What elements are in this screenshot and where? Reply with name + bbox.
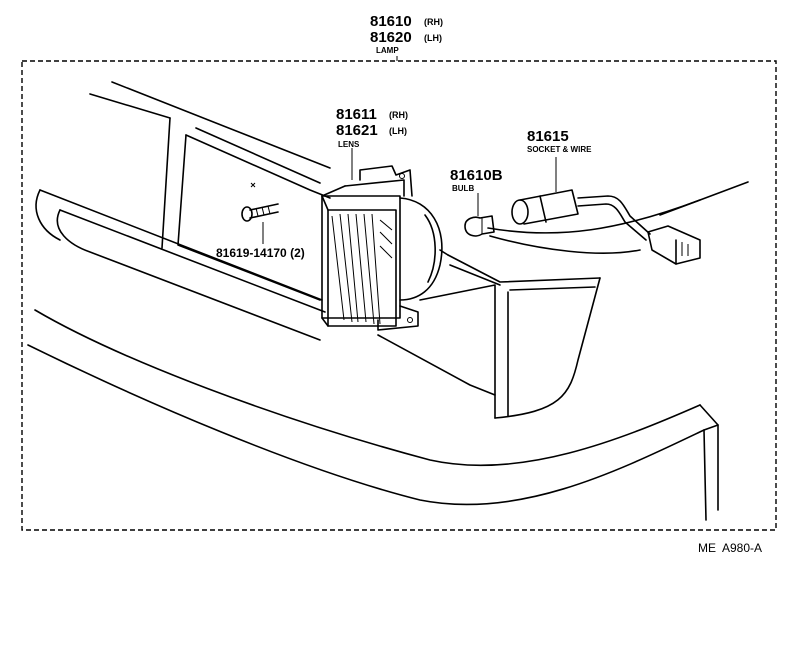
socket-and-wire-icon xyxy=(511,157,701,265)
screw-icon xyxy=(241,203,279,244)
lamp-part-number-rh: 81610 xyxy=(370,13,412,30)
lens-part-number-lh: 81621 xyxy=(336,122,378,139)
socket-part-number: 81615 xyxy=(527,128,569,145)
bulb-name: BULB xyxy=(452,184,474,193)
socket-name: SOCKET & WIRE xyxy=(527,145,592,154)
bulb-part-number: 81610B xyxy=(450,167,503,184)
lens-name: LENS xyxy=(338,140,360,149)
diagram-boundary xyxy=(21,60,777,531)
vehicle-body xyxy=(27,81,749,521)
lamp-name: LAMP xyxy=(376,46,399,55)
lamp-assembly xyxy=(321,165,443,331)
lamp-part-number-lh: 81620 xyxy=(370,29,412,46)
lamp-lh-tag: (LH) xyxy=(424,33,442,43)
lens-part-number-rh: 81611 xyxy=(336,106,377,123)
bulb-icon xyxy=(464,193,495,237)
ref-mark xyxy=(250,182,256,188)
lamp-rh-tag: (RH) xyxy=(424,17,443,27)
lens-rh-tag: (RH) xyxy=(389,110,408,120)
lens-lh-tag: (LH) xyxy=(389,126,407,136)
diagram-code: ME A980-A xyxy=(698,541,762,555)
screw-part-number: 81619-14170 (2) xyxy=(216,246,305,260)
